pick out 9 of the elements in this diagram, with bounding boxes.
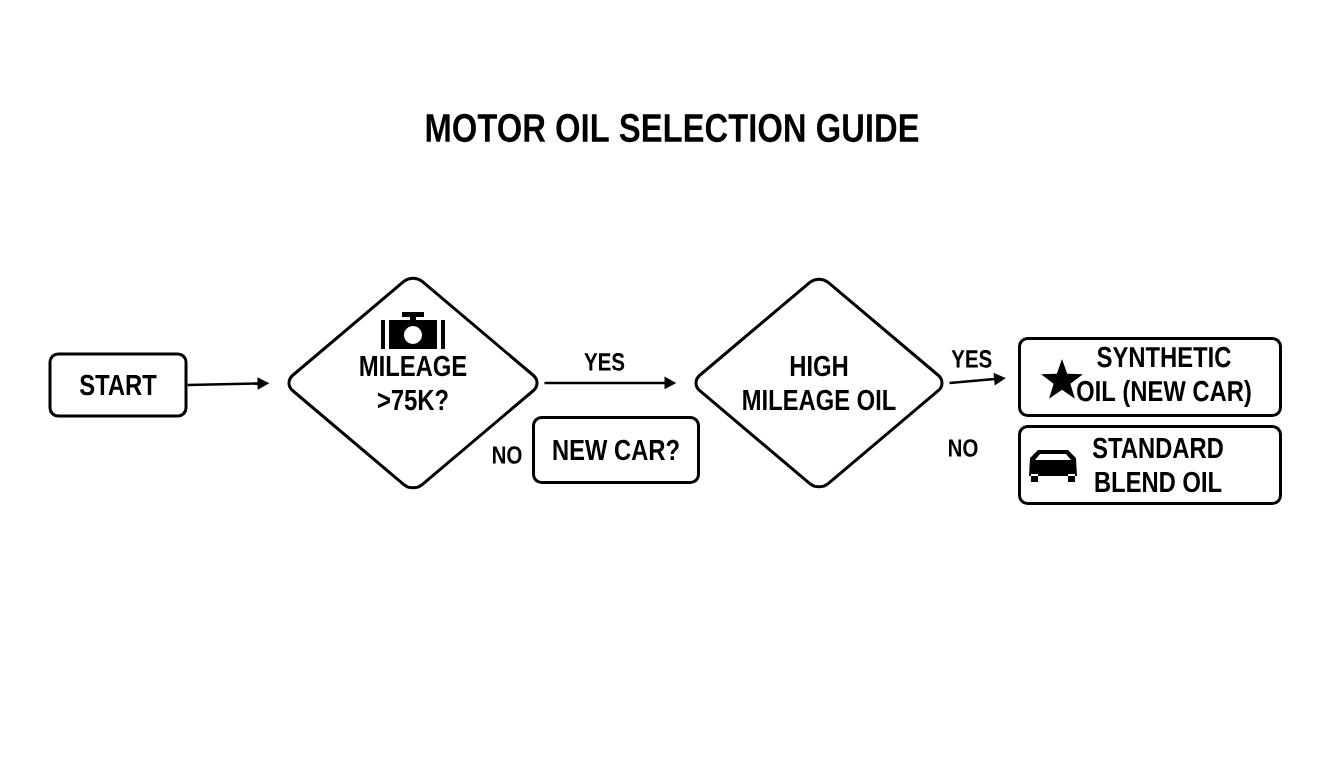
title: MOTOR OIL SELECTION GUIDE: [426, 113, 919, 143]
branch-label: NO: [493, 446, 522, 464]
process-box: NEW CAR?: [532, 416, 700, 484]
edge-label: YES: [949, 348, 995, 370]
branch-label: NO: [949, 439, 978, 457]
edge-label: YES: [582, 351, 627, 373]
result-box: SYNTHETIC OIL (NEW CAR): [1018, 337, 1282, 417]
start-box: START: [48, 352, 188, 418]
result-box: STANDARD BLEND OIL: [1018, 425, 1282, 505]
